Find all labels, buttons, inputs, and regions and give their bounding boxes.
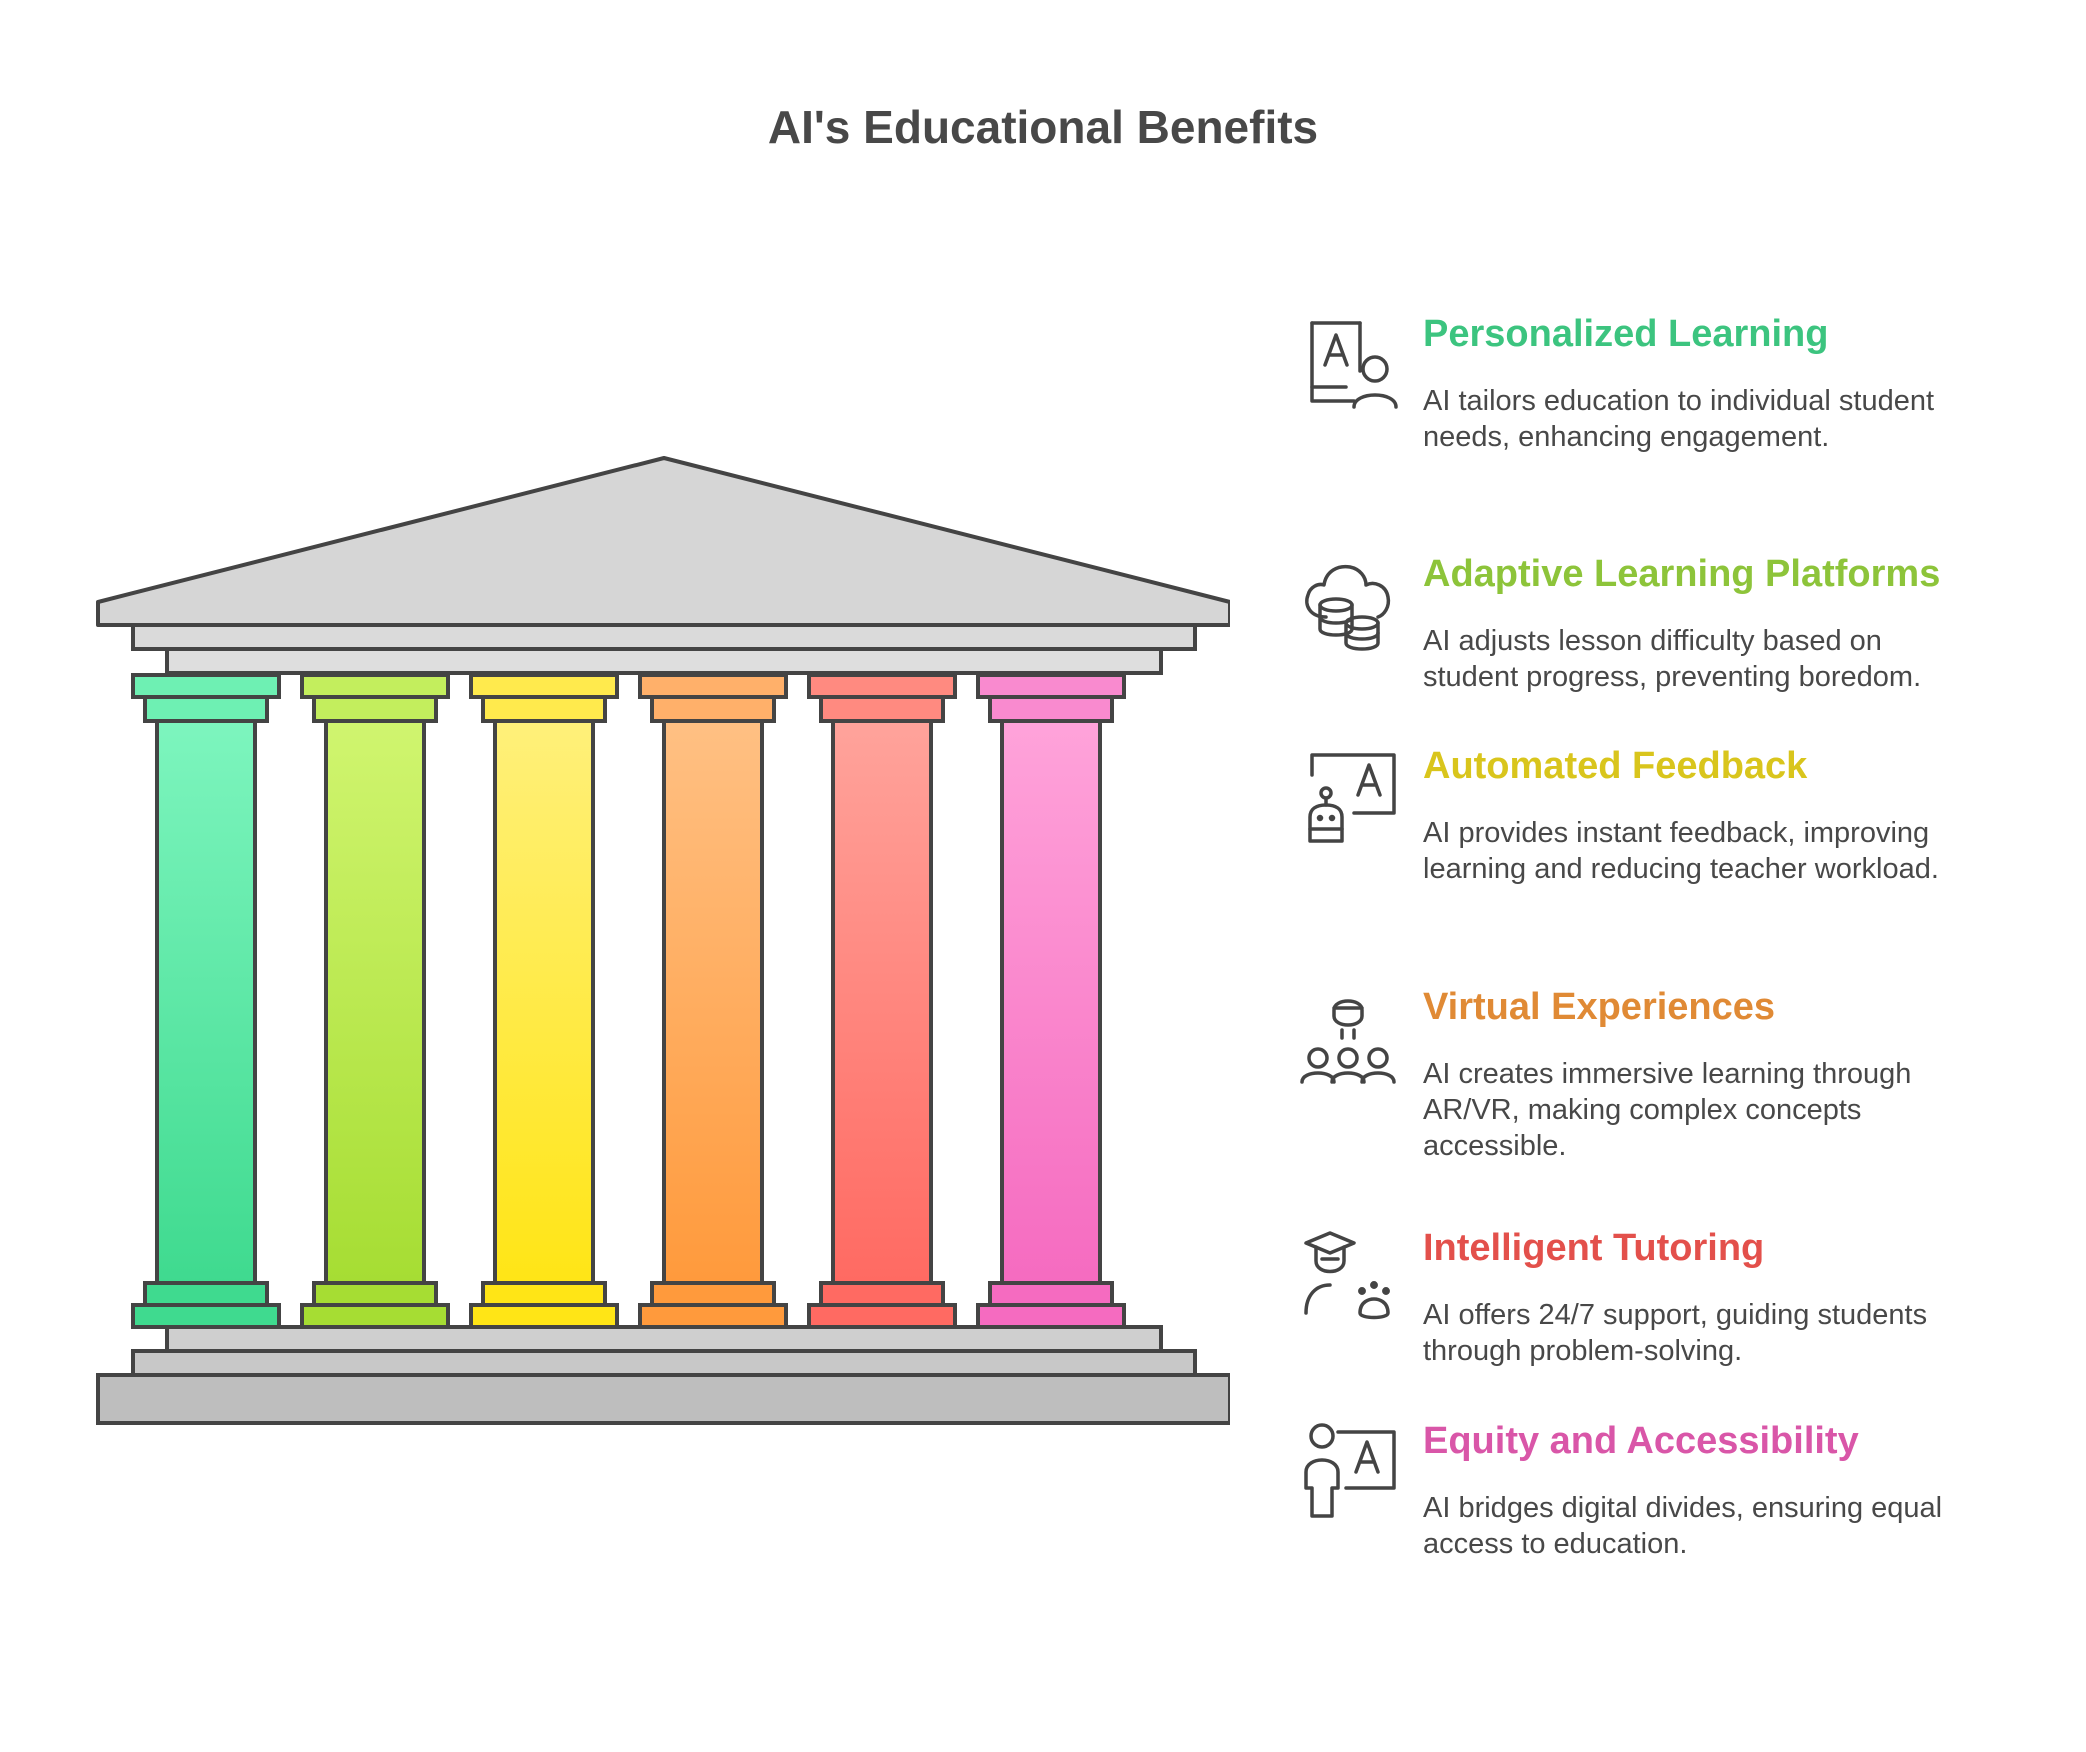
temple-column-red bbox=[807, 673, 957, 1329]
temple-base-1 bbox=[165, 1325, 1163, 1353]
temple-entablature-1 bbox=[131, 623, 1197, 651]
benefit-heading: Virtual Experiences bbox=[1423, 986, 1776, 1028]
benefit-description: AI provides instant feedback, improving … bbox=[1423, 817, 1939, 885]
temple-column-green bbox=[131, 673, 281, 1329]
temple-column-orange bbox=[638, 673, 788, 1329]
benefit-description: AI bridges digital divides, ensuring equ… bbox=[1423, 1492, 1943, 1560]
temple-roof bbox=[96, 456, 1230, 627]
tutor-icon bbox=[1298, 1227, 1398, 1327]
benefit-description: AI offers 24/7 support, guiding students… bbox=[1423, 1299, 1928, 1367]
benefit-heading: Intelligent Tutoring bbox=[1423, 1227, 1765, 1269]
temple-base-2 bbox=[131, 1349, 1197, 1377]
benefit-heading: Equity and Accessibility bbox=[1423, 1420, 1859, 1462]
benefit-heading: Automated Feedback bbox=[1423, 745, 1808, 787]
vr-group-icon bbox=[1298, 986, 1398, 1086]
benefit-description: AI adjusts lesson difficulty based on st… bbox=[1423, 625, 1922, 693]
temple-entablature-2 bbox=[165, 647, 1163, 675]
temple-column-yellow bbox=[469, 673, 619, 1329]
temple-column-pink bbox=[976, 673, 1126, 1329]
temple-base-3 bbox=[96, 1373, 1230, 1425]
person-access-icon bbox=[1298, 1420, 1398, 1520]
temple-columns bbox=[131, 673, 1126, 1329]
benefit-heading: Personalized Learning bbox=[1423, 313, 1829, 355]
cloud-database-icon bbox=[1298, 553, 1398, 653]
student-reading-icon bbox=[1298, 313, 1398, 413]
temple-column-lime bbox=[300, 673, 450, 1329]
page-title: AI's Educational Benefits bbox=[767, 101, 1319, 153]
benefit-heading: Adaptive Learning Platforms bbox=[1423, 553, 1941, 595]
temple-diagram bbox=[96, 456, 1230, 1425]
benefit-description: AI creates immersive learning through AR… bbox=[1423, 1058, 1912, 1162]
robot-feedback-icon bbox=[1298, 745, 1398, 845]
benefit-description: AI tailors education to individual stude… bbox=[1423, 385, 1935, 453]
